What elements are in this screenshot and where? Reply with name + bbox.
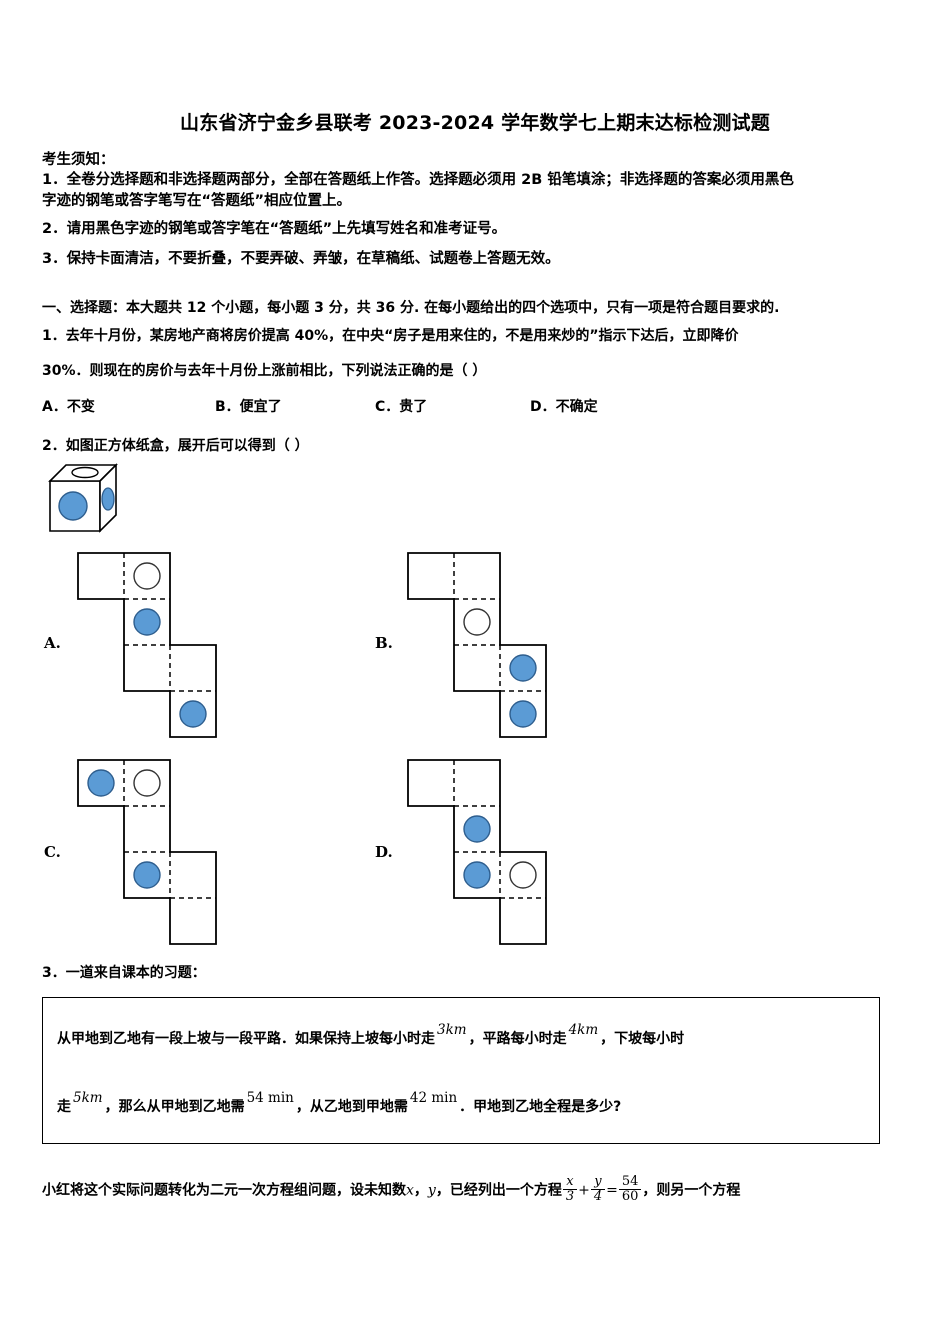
q3-tail-part-3: ，则另一个方程 bbox=[642, 1182, 741, 1199]
q3-l1-seg-1: 从甲地到乙地有一段上坡与一段平路．如果保持上坡每小时走 bbox=[57, 1031, 435, 1047]
q3-tail-part-2: ，已经列出一个方程 bbox=[435, 1182, 562, 1199]
net-choice-c[interactable] bbox=[70, 755, 240, 954]
net-choice-d-filled-circle-2-icon bbox=[463, 861, 491, 889]
net-choice-d-filled-circle-1-icon bbox=[463, 815, 491, 843]
net-choice-b-fold-lines bbox=[453, 553, 546, 692]
q3-variable-y: y bbox=[427, 1182, 436, 1199]
question-2-stem: 2．如图正方体纸盒，展开后可以得到（ ） bbox=[42, 438, 309, 454]
q3-flat-speed: 4km bbox=[568, 1022, 599, 1038]
net-choice-b-filled-circle-2-icon bbox=[509, 700, 537, 728]
net-choice-b-outline bbox=[407, 552, 547, 738]
q3-tail-part-1: 小红将这个实际问题转化为二元一次方程组问题，设未知数 bbox=[42, 1182, 406, 1199]
net-choice-d-fold-lines bbox=[453, 760, 546, 899]
cube-front-circle-icon bbox=[58, 491, 88, 521]
q3-l2-seg-1: 走 bbox=[57, 1099, 71, 1115]
q3-l2-seg-2: ，那么从甲地到乙地需 bbox=[104, 1099, 245, 1115]
net-choice-d-outline bbox=[407, 759, 547, 945]
net-choice-a-label: A. bbox=[44, 634, 61, 652]
q3-eq-t3-den: 60 bbox=[618, 1189, 642, 1204]
q3-equation-equals: = bbox=[606, 1182, 618, 1199]
question-3-stem: 3．一道来自课本的习题： bbox=[42, 965, 206, 981]
question-1-options: A．不变 B．便宜了 C．贵了 D．不确定 bbox=[42, 396, 932, 418]
net-choice-a-filled-circle-1-icon bbox=[133, 608, 161, 636]
q3-l2-seg-3: ，从乙地到甲地需 bbox=[295, 1099, 408, 1115]
cube-figure bbox=[46, 459, 136, 537]
question-1-line-1: 1．去年十月份，某房地产商将房价提高 40%，在中央“房子是用来住的，不是用来炒… bbox=[42, 328, 739, 344]
q3-eq-t2-num: y bbox=[594, 1174, 602, 1189]
notice-item-1-line-b: 字迹的钢笔或答字笔写在“答题纸”相应位置上。 bbox=[42, 193, 352, 209]
question-1-option-a[interactable]: A．不变 bbox=[42, 399, 95, 415]
notice-item-2: 2．请用黑色字迹的钢笔或答字笔在“答题纸”上先填写姓名和准考证号。 bbox=[42, 221, 507, 237]
net-choice-b[interactable] bbox=[400, 548, 570, 747]
q3-eq-t3-num: 54 bbox=[621, 1174, 639, 1189]
q3-uphill-speed: 3km bbox=[437, 1022, 467, 1038]
q3-l1-seg-3: ，下坡每小时 bbox=[600, 1031, 685, 1047]
cube-top-hollow-ellipse-icon bbox=[71, 466, 99, 479]
question-1-option-c[interactable]: C．贵了 bbox=[375, 399, 428, 415]
net-choice-a-filled-circle-2-icon bbox=[179, 700, 207, 728]
q3-l1-seg-2: ，平路每小时走 bbox=[468, 1031, 567, 1047]
net-choice-d-label: D. bbox=[375, 843, 393, 861]
notice-item-1: 1．全卷分选择题和非选择题两部分，全部在答题纸上作答。选择题必须用 2B 铅笔填… bbox=[42, 170, 922, 212]
notice-item-3: 3．保持卡面清洁，不要折叠，不要弄破、弄皱，在草稿纸、试题卷上答题无效。 bbox=[42, 251, 560, 267]
net-choice-c-fold-lines bbox=[123, 760, 216, 899]
q3-time-a-to-b: 54 min bbox=[246, 1090, 294, 1106]
question-3-box: 从甲地到乙地有一段上坡与一段平路．如果保持上坡每小时走3km，平路每小时走4km… bbox=[42, 997, 880, 1144]
q3-equation-plus: + bbox=[578, 1182, 590, 1199]
question-1-option-b[interactable]: B．便宜了 bbox=[215, 399, 282, 415]
net-choice-c-hollow-circle-icon bbox=[133, 769, 161, 797]
cube-svg bbox=[48, 463, 118, 533]
net-choice-c-svg bbox=[77, 759, 217, 945]
net-choice-a-outline bbox=[77, 552, 217, 738]
q3-l2-seg-4: ．甲地到乙地全程是多少? bbox=[459, 1099, 622, 1115]
question-1-line-2: 30%．则现在的房价与去年十月份上涨前相比，下列说法正确的是（ ） bbox=[42, 363, 487, 379]
question-1-option-d[interactable]: D．不确定 bbox=[530, 399, 598, 415]
net-choice-d[interactable] bbox=[400, 755, 570, 954]
q3-eq-t2-den: 4 bbox=[590, 1189, 606, 1204]
q3-eq-t1-num: x bbox=[566, 1174, 574, 1189]
net-choice-a[interactable] bbox=[70, 548, 240, 747]
net-choice-c-label: C. bbox=[44, 843, 61, 861]
q3-eq-t1-den: 3 bbox=[562, 1189, 578, 1204]
q3-variable-x: x bbox=[406, 1182, 414, 1199]
question-3-boxed-line-2: 走5km，那么从甲地到乙地需54 min，从乙地到甲地需42 min．甲地到乙地… bbox=[57, 1090, 622, 1116]
q3-time-b-to-a: 42 min bbox=[409, 1090, 458, 1106]
net-choice-d-svg bbox=[407, 759, 547, 945]
question-3-boxed-line-1: 从甲地到乙地有一段上坡与一段平路．如果保持上坡每小时走3km，平路每小时走4km… bbox=[57, 1022, 685, 1048]
net-choice-d-hollow-circle-icon bbox=[509, 861, 537, 889]
net-choice-c-filled-circle-2-icon bbox=[133, 861, 161, 889]
net-choice-a-hollow-circle-icon bbox=[133, 562, 161, 590]
page-title: 山东省济宁金乡县联考 2023-2024 学年数学七上期末达标检测试题 bbox=[180, 112, 770, 134]
net-choice-a-fold-lines bbox=[123, 553, 216, 692]
net-choice-b-svg bbox=[407, 552, 547, 738]
net-choice-b-label: B. bbox=[375, 634, 393, 652]
net-choice-c-filled-circle-1-icon bbox=[87, 769, 115, 797]
notice-item-1-line-a: 1．全卷分选择题和非选择题两部分，全部在答题纸上作答。选择题必须用 2B 铅笔填… bbox=[42, 172, 794, 188]
net-choice-a-svg bbox=[77, 552, 217, 738]
cube-right-ellipse-icon bbox=[101, 487, 115, 511]
section-heading: 一、选择题：本大题共 12 个小题，每小题 3 分，共 36 分. 在每小题给出… bbox=[42, 300, 780, 316]
net-choice-b-filled-circle-1-icon bbox=[509, 654, 537, 682]
net-choice-c-outline bbox=[77, 759, 217, 945]
net-choice-b-hollow-circle-icon bbox=[463, 608, 491, 636]
q3-downhill-speed: 5km bbox=[73, 1090, 103, 1106]
notice-label: 考生须知： bbox=[42, 152, 115, 168]
q3-tail-comma: ， bbox=[413, 1182, 428, 1199]
